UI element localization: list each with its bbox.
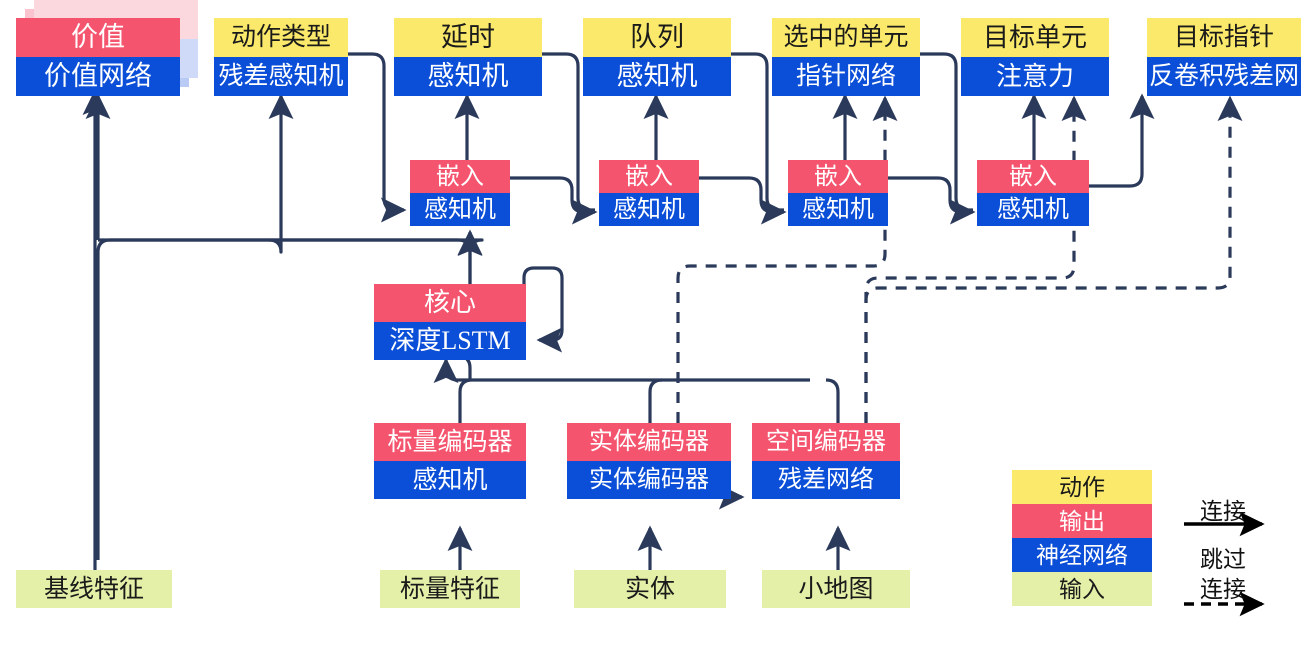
embed-1-network: 感知机 — [410, 193, 510, 226]
legend-swatch-action: 动作 — [1012, 470, 1152, 504]
legend-swatch-output: 输出 — [1012, 504, 1152, 538]
embed-3-output: 嵌入 — [788, 160, 888, 193]
embed-4-network: 感知机 — [977, 193, 1089, 226]
embed-4[interactable]: 嵌入 感知机 — [977, 160, 1089, 226]
head-value-network: 价值网络 — [16, 57, 180, 96]
spatial-encoder[interactable]: 空间编码器 残差网络 — [752, 423, 900, 499]
embed-1[interactable]: 嵌入 感知机 — [410, 160, 510, 226]
legend-skip-label-line2: 连接 — [1200, 577, 1246, 602]
head-target-point-action: 目标指针 — [1147, 18, 1301, 57]
input-scalar-features-label: 标量特征 — [380, 570, 520, 608]
head-selected-units[interactable]: 选中的单元 指针网络 — [772, 18, 920, 96]
head-queue-action: 队列 — [583, 18, 731, 57]
core-network: 深度LSTM — [374, 322, 526, 360]
legend-connection-label: 连接 — [1200, 499, 1246, 524]
head-target-unit[interactable]: 目标单元 注意力 — [961, 18, 1109, 96]
head-delay-network: 感知机 — [394, 57, 542, 96]
entity-encoder-output: 实体编码器 — [567, 423, 731, 461]
scalar-encoder-network: 感知机 — [374, 461, 526, 499]
embed-3-network: 感知机 — [788, 193, 888, 226]
embed-3[interactable]: 嵌入 感知机 — [788, 160, 888, 226]
legend-skip-label-line1: 跳过 — [1200, 547, 1246, 572]
head-delay-action: 延时 — [394, 18, 542, 57]
scalar-encoder[interactable]: 标量编码器 感知机 — [374, 423, 526, 499]
input-minimap[interactable]: 小地图 — [762, 570, 910, 608]
head-selected-units-network: 指针网络 — [772, 57, 920, 96]
input-minimap-label: 小地图 — [762, 570, 910, 608]
head-target-point-network: 反卷积残差网 — [1147, 57, 1301, 96]
head-action-type-action: 动作类型 — [214, 18, 348, 57]
head-value-output: 价值 — [16, 18, 180, 57]
head-target-point[interactable]: 目标指针 反卷积残差网 — [1147, 18, 1301, 96]
embed-2-output: 嵌入 — [599, 160, 699, 193]
legend-swatch-stack: 动作 输出 神经网络 输入 — [1012, 470, 1152, 606]
head-target-unit-network: 注意力 — [961, 57, 1109, 96]
legend-swatch-network: 神经网络 — [1012, 538, 1152, 572]
input-baseline-features[interactable]: 基线特征 — [16, 570, 172, 608]
input-entities-label: 实体 — [574, 570, 726, 608]
spatial-encoder-network: 残差网络 — [752, 461, 900, 499]
entity-encoder-network: 实体编码器 — [567, 461, 731, 499]
head-queue-network: 感知机 — [583, 57, 731, 96]
head-selected-units-action: 选中的单元 — [772, 18, 920, 57]
embed-1-output: 嵌入 — [410, 160, 510, 193]
head-value[interactable]: 价值 价值网络 — [16, 18, 180, 96]
embed-2-network: 感知机 — [599, 193, 699, 226]
spatial-encoder-output: 空间编码器 — [752, 423, 900, 461]
head-action-type-network: 残差感知机 — [214, 57, 348, 96]
embed-4-output: 嵌入 — [977, 160, 1089, 193]
scalar-encoder-output: 标量编码器 — [374, 423, 526, 461]
input-baseline-features-label: 基线特征 — [16, 570, 172, 608]
entity-encoder[interactable]: 实体编码器 实体编码器 — [567, 423, 731, 499]
head-action-type[interactable]: 动作类型 残差感知机 — [214, 18, 348, 96]
head-delay[interactable]: 延时 感知机 — [394, 18, 542, 96]
core-output: 核心 — [374, 284, 526, 322]
head-queue[interactable]: 队列 感知机 — [583, 18, 731, 96]
core-block[interactable]: 核心 深度LSTM — [374, 284, 526, 360]
embed-2[interactable]: 嵌入 感知机 — [599, 160, 699, 226]
legend-swatch-input: 输入 — [1012, 572, 1152, 606]
input-entities[interactable]: 实体 — [574, 570, 726, 608]
input-scalar-features[interactable]: 标量特征 — [380, 570, 520, 608]
head-target-unit-action: 目标单元 — [961, 18, 1109, 57]
